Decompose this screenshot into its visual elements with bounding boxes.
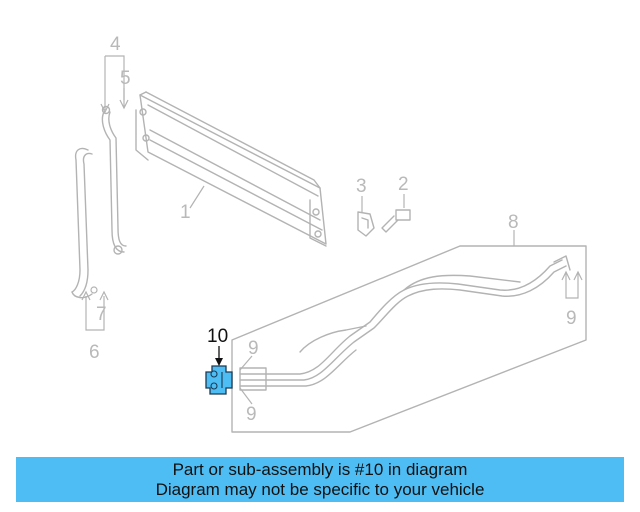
- callout-2: 2: [398, 174, 409, 195]
- callout-1: 1: [180, 202, 191, 223]
- part-1-cooler: [135, 91, 327, 247]
- info-banner: Part or sub-assembly is #10 in diagram D…: [16, 457, 624, 502]
- callout-3: 3: [356, 176, 367, 197]
- callout-5: 5: [120, 68, 131, 89]
- part-6-pipe: [71, 147, 93, 299]
- banner-line-1: Part or sub-assembly is #10 in diagram: [172, 460, 468, 479]
- callout-6: 6: [89, 342, 100, 363]
- callout-9-upper: 9: [248, 338, 259, 359]
- callout-9-right: 9: [566, 308, 577, 329]
- callout-8: 8: [508, 212, 519, 233]
- part-4-pipe: [101, 105, 127, 255]
- part-8-line-panel: [231, 245, 587, 433]
- callout-9-lower: 9: [246, 404, 257, 425]
- parts-diagram: 1 2 3 4 5 6 7 8 9 9 9 10: [71, 34, 587, 433]
- part-3-clip: [357, 211, 375, 237]
- part-2-bolt: [381, 209, 411, 233]
- callout-7: 7: [96, 304, 107, 325]
- callout-10: 10: [207, 326, 228, 347]
- leader-lines: [81, 55, 583, 405]
- part-8-lines: [239, 255, 571, 391]
- banner-line-2: Diagram may not be specific to your vehi…: [155, 480, 485, 499]
- callout-4: 4: [110, 34, 121, 55]
- part-10-valve: [205, 365, 233, 395]
